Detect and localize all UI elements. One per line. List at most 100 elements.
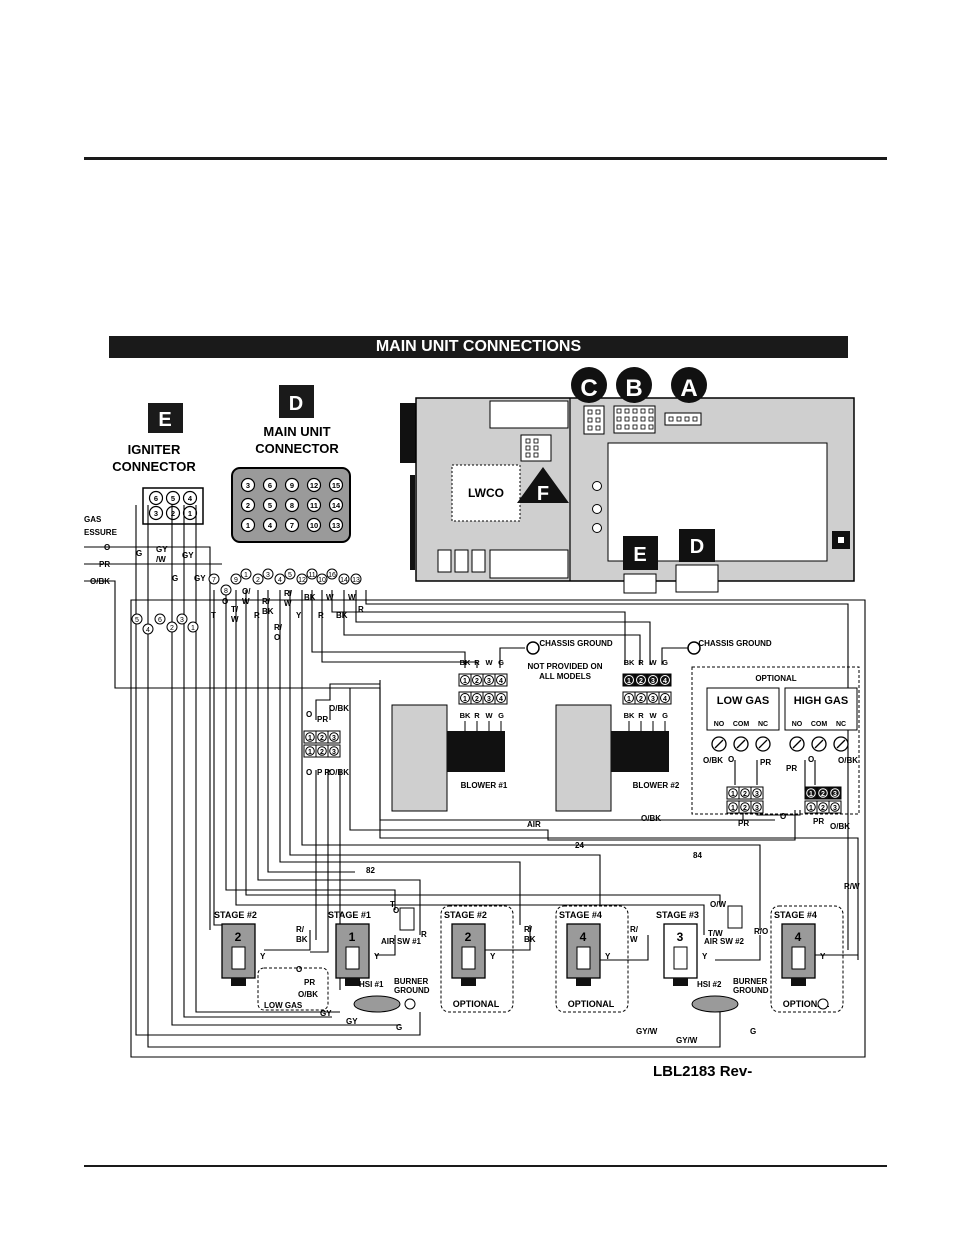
high-plug-label: 1	[809, 791, 813, 798]
svg-text:AIR: AIR	[527, 820, 541, 829]
main-wire-pin	[240, 568, 252, 580]
c-badge: C	[580, 375, 597, 402]
svg-text:HSI #1: HSI #1	[359, 980, 384, 989]
control-board: LWCO F C B A E D	[400, 367, 855, 594]
low-plug-ring	[740, 802, 750, 812]
main-wire-pin-label: 3	[266, 572, 270, 579]
main-wire-tag: W	[348, 593, 356, 602]
stage-title: STAGE #2	[214, 910, 257, 920]
igniter-pin-1-label: 1	[188, 509, 192, 518]
main-wire-tag: O/	[242, 587, 251, 596]
main-wire-pin-label: 4	[278, 577, 282, 584]
main-wire-tag: T	[211, 611, 216, 620]
main-wire-tag: BK	[262, 607, 274, 616]
svg-text:R/W: R/W	[844, 882, 860, 891]
low-term-NO: NO	[714, 721, 725, 728]
svg-text:GY/W: GY/W	[676, 1036, 698, 1045]
svg-text:HIGH GAS: HIGH GAS	[794, 695, 848, 707]
main-wire-pin	[350, 573, 362, 585]
main-pin-11	[306, 497, 322, 513]
blower1-upper-pin-label: 1	[463, 678, 467, 685]
low-gas-outline	[257, 967, 329, 1011]
stage-wire-y: Y	[490, 952, 496, 961]
blower2-bottom-tag: G	[662, 711, 668, 720]
main-wire-pin	[208, 573, 220, 585]
blower1-top-tag: R	[474, 658, 480, 667]
svg-text:O/BK: O/BK	[329, 768, 349, 777]
wiring-harness	[84, 505, 866, 1058]
igniter-wire-pin-label: 3	[180, 617, 184, 624]
main-pin-1-label: 1	[246, 521, 250, 530]
blower2-upper-pin-ring	[660, 675, 670, 685]
svg-text:PR: PR	[317, 715, 328, 724]
blower1-lower-pin-label: 4	[499, 696, 503, 703]
stage-wire-y: Y	[260, 952, 266, 961]
svg-text:O: O	[780, 812, 786, 821]
blower2-upper-pin-ring	[636, 675, 646, 685]
svg-text:PR: PR	[786, 764, 797, 773]
main-pin-15	[328, 477, 344, 493]
c-socket-pin	[587, 409, 593, 415]
main-pin-1	[240, 517, 256, 533]
igniter-wire-pin	[166, 621, 178, 633]
high-plug-ring	[806, 802, 816, 812]
main-pin-9-label: 9	[290, 481, 294, 490]
svg-text:R: R	[421, 930, 427, 939]
blower1-upper-pin-label: 3	[487, 678, 491, 685]
stage-valve-base	[673, 978, 688, 986]
blower2-upper-pin-label: 1	[627, 678, 631, 685]
stage-valve-base	[791, 978, 806, 986]
igniter-title-2: CONNECTOR	[112, 459, 196, 474]
blower2-upper-pin-label: 2	[639, 678, 643, 685]
high-term-NO: NO	[792, 721, 803, 728]
center-plug-label: 1	[308, 749, 312, 756]
main-wire-pin-label: 2	[256, 577, 260, 584]
stage-coil	[673, 946, 688, 970]
c-socket-pin	[595, 409, 601, 415]
main-pin-6	[262, 477, 278, 493]
center-plug-label: 2	[320, 749, 324, 756]
b-socket-pin	[640, 408, 646, 414]
main-pin-4	[262, 517, 278, 533]
low-plug-label: 1	[731, 791, 735, 798]
blower1-upper-pin-ring	[484, 675, 494, 685]
blower2-upper-pin-label: 4	[663, 678, 667, 685]
b-socket-pin	[624, 408, 630, 414]
stage-wire-tag: BK	[524, 935, 536, 944]
main-wire-tag: W	[326, 593, 334, 602]
stage-number: 2	[465, 930, 472, 944]
main-wire-pin	[274, 573, 286, 585]
hsi-2	[691, 995, 739, 1013]
main-wire-pin	[262, 568, 274, 580]
b-badge: B	[625, 375, 642, 402]
svg-text:T: T	[390, 900, 395, 909]
stage-wire-tag: R/	[630, 925, 639, 934]
board-d-badge: D	[690, 536, 704, 558]
stage-coil	[231, 946, 246, 970]
c-socket-pin	[587, 425, 593, 431]
stage-wire-y: Y	[820, 952, 826, 961]
blower2-upper-pin-ring	[624, 675, 634, 685]
main-wire-pin	[338, 573, 350, 585]
burner-ground-1	[404, 998, 416, 1010]
igniter-pin-3	[148, 505, 164, 521]
board-socket-pin	[525, 445, 531, 451]
main-pin-13	[328, 517, 344, 533]
board-socket-pin	[533, 452, 539, 458]
blower2-bottom-tag: W	[649, 711, 657, 720]
high-plug-label: 1	[809, 805, 813, 812]
main-wire-tag: R/	[262, 597, 271, 606]
blower1-lower-pin-ring	[472, 693, 482, 703]
svg-text:PR: PR	[304, 978, 315, 987]
igniter-pin-3-label: 3	[154, 509, 158, 518]
svg-text:AIR SW #2: AIR SW #2	[704, 937, 745, 946]
main-pin-12	[306, 477, 322, 493]
stage-wire-tag: R/	[296, 925, 305, 934]
low-plug-label: 2	[743, 805, 747, 812]
stage-title: STAGE #3	[656, 910, 699, 920]
low-plug-ring	[728, 802, 738, 812]
